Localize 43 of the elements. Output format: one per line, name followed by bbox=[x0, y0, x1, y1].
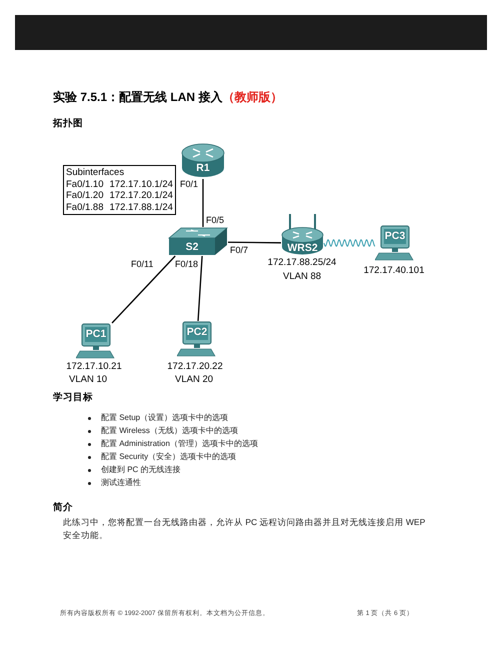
ip-address: 172.17.88.25/24 bbox=[268, 257, 336, 269]
list-item: 测试连通性 bbox=[101, 478, 141, 488]
device-name: S2 bbox=[186, 241, 198, 253]
device-name: WRS2 bbox=[287, 242, 318, 254]
cable-line bbox=[228, 242, 281, 244]
port-label: F0/11 bbox=[131, 259, 154, 270]
device-name: PC3 bbox=[384, 230, 406, 242]
port-label: F0/1 bbox=[180, 179, 198, 190]
paragraph: 此练习中，您将配置一台无线路由器，允许从 PC 远程访问路由器并且对无线连接启用 WEP 安全功能。 bbox=[63, 516, 426, 542]
list-item: 创建到 PC 的无线连接 bbox=[101, 465, 181, 475]
port-label: F0/7 bbox=[230, 245, 248, 256]
edition-tag: （教师版） bbox=[222, 90, 282, 104]
device-name: PC1 bbox=[86, 328, 106, 340]
ip-address: 172.17.10.1/24 bbox=[110, 178, 173, 190]
device-name: R1 bbox=[196, 162, 210, 174]
device-name: PC2 bbox=[186, 326, 208, 338]
cable-line bbox=[197, 256, 203, 322]
ip-address: 172.17.20.1/24 bbox=[110, 190, 173, 202]
list-item: 配置 Administration（管理）选项卡中的选项 bbox=[101, 439, 258, 449]
vlan-label: VLAN 10 bbox=[68, 374, 108, 386]
vlan-label: VLAN 88 bbox=[282, 271, 322, 283]
section-heading: 简介 bbox=[53, 502, 73, 514]
table-heading: Subinterfaces bbox=[66, 167, 124, 178]
list-item: 配置 Security（安全）选项卡中的选项 bbox=[101, 452, 236, 462]
section-heading: 拓扑图 bbox=[53, 118, 83, 130]
wireless-link bbox=[324, 239, 376, 247]
interface-name: Fa0/1.20 bbox=[66, 190, 104, 202]
section-heading: 学习目标 bbox=[53, 392, 93, 404]
cable-line bbox=[112, 256, 176, 324]
cable-line bbox=[202, 179, 204, 227]
vlan-label: VLAN 20 bbox=[174, 374, 214, 386]
interface-name: Fa0/1.88 bbox=[66, 202, 104, 213]
ip-address: 172.17.10.21 bbox=[66, 361, 122, 373]
ip-address: 172.17.40.101 bbox=[364, 265, 424, 277]
list-item: 配置 Wireless（无线）选项卡中的选项 bbox=[101, 426, 238, 436]
port-label: F0/5 bbox=[206, 215, 224, 226]
interface-name: Fa0/1.10 bbox=[66, 178, 104, 190]
subinterface-table bbox=[63, 165, 176, 215]
port-label: F0/18 bbox=[175, 259, 198, 270]
list-item: 配置 Setup（设置）选项卡中的选项 bbox=[101, 413, 228, 423]
ip-address: 172.17.88.1/24 bbox=[110, 202, 173, 213]
ip-address: 172.17.20.22 bbox=[167, 361, 223, 373]
page-title: 实验 7.5.1：配置无线 LAN 接入 bbox=[53, 90, 222, 104]
